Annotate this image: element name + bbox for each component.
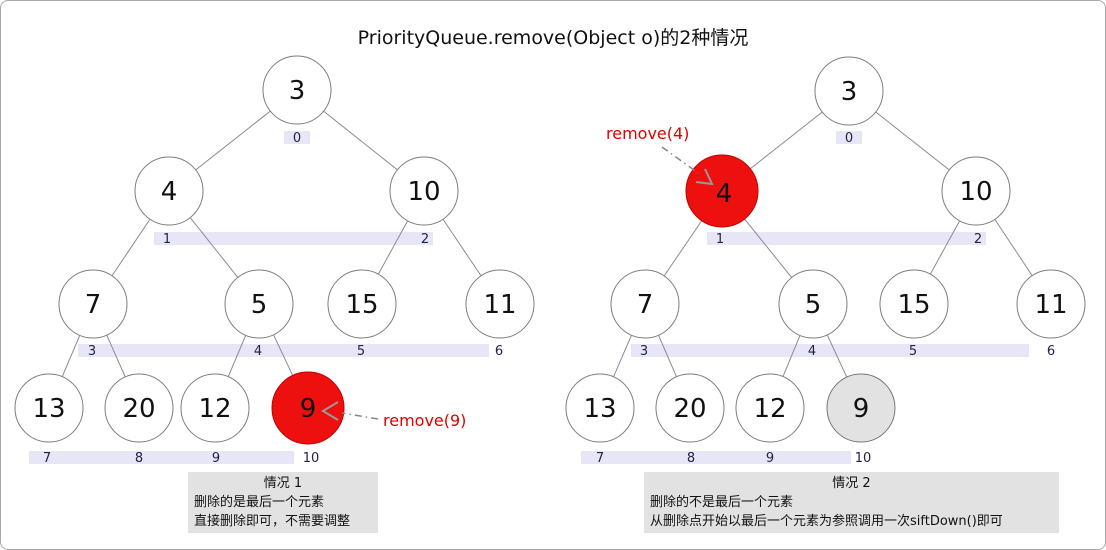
remove-arrow-line — [661, 146, 699, 174]
index-label: 1 — [163, 232, 171, 247]
node-value: 10 — [407, 177, 440, 207]
node-value: 15 — [897, 290, 930, 320]
heap-node-circle-removed — [826, 373, 896, 443]
heap-node-circle — [262, 55, 332, 125]
heap-node-circle — [814, 56, 884, 126]
node-value: 11 — [1034, 290, 1067, 320]
node-value: 9 — [300, 394, 317, 424]
node-value: 13 — [32, 394, 65, 424]
node-value: 7 — [637, 290, 654, 320]
heap-node-circle — [104, 373, 174, 443]
heap-node-circle — [180, 373, 250, 443]
case1-heading: 情况 1 — [263, 476, 303, 491]
arrowhead-icon — [695, 168, 714, 186]
heap-node-circle — [389, 156, 459, 226]
index-label: 3 — [88, 344, 96, 359]
index-band — [78, 344, 489, 357]
node-value: 7 — [85, 290, 102, 320]
heap-node-circle — [778, 269, 848, 339]
heap-node-circle — [327, 269, 397, 339]
index-label: 5 — [357, 344, 365, 359]
node-value: 12 — [198, 394, 231, 424]
index-label: 0 — [845, 131, 853, 146]
heap-node-circle — [735, 373, 805, 443]
index-band — [836, 131, 862, 144]
case2-line2: 从删除点开始以最后一个元素为参照调用一次siftDown()即可 — [650, 514, 1003, 529]
remove-arrow-line — [341, 412, 379, 420]
heap-node-circle — [565, 373, 635, 443]
index-label: 2 — [421, 232, 429, 247]
index-label: 6 — [1047, 344, 1055, 359]
node-value: 10 — [959, 177, 992, 207]
left-heap-tree: 0 1 2 3 4 5 6 7 8 9 10 3 4 10 — [14, 55, 535, 466]
index-label: 7 — [596, 451, 604, 466]
heap-node-circle — [655, 373, 725, 443]
index-band — [581, 451, 851, 464]
index-label: 1 — [716, 232, 724, 247]
index-label: 8 — [135, 451, 143, 466]
index-label: 7 — [43, 451, 51, 466]
index-band — [284, 131, 310, 144]
index-band — [631, 344, 1029, 357]
node-value: 3 — [841, 77, 858, 107]
index-label: 4 — [808, 344, 816, 359]
arrowhead-icon — [321, 401, 339, 421]
node-value: 3 — [289, 76, 306, 106]
case2-caption: 情况 2 删除的不是最后一个元素 从删除点开始以最后一个元素为参照调用一次sif… — [644, 472, 1059, 533]
index-label: 8 — [687, 451, 695, 466]
case1-line1: 删除的是最后一个元素 — [194, 495, 325, 510]
case1-line2: 直接删除即可，不需要调整 — [194, 514, 351, 529]
index-band — [707, 232, 986, 245]
index-label: 0 — [293, 131, 301, 146]
heap-node-circle — [224, 269, 294, 339]
index-label: 10 — [855, 451, 872, 466]
heap-node-circle-highlighted — [271, 371, 345, 445]
index-label: 5 — [909, 344, 917, 359]
heap-node-circle-highlighted — [685, 154, 759, 228]
page-title: PriorityQueue.remove(Object o)的2种情况 — [357, 27, 749, 49]
remove-call-label: remove(9) — [383, 411, 466, 430]
node-value: 11 — [483, 290, 516, 320]
index-label: 6 — [495, 344, 503, 359]
index-label: 10 — [303, 451, 320, 466]
heap-node-circle — [610, 269, 680, 339]
node-value: 5 — [251, 290, 268, 320]
node-value: 4 — [716, 179, 733, 209]
heap-node-circle — [14, 373, 84, 443]
index-label: 9 — [766, 451, 774, 466]
heap-node-circle — [58, 269, 128, 339]
node-value: 15 — [345, 290, 378, 320]
right-heap-tree: 0 1 2 3 4 5 6 7 8 9 10 3 4 10 — [565, 56, 1086, 466]
index-label: 4 — [254, 344, 262, 359]
heap-node-circle — [879, 269, 949, 339]
remove-call-label: remove(4) — [606, 124, 689, 143]
case2-heading: 情况 2 — [832, 476, 871, 491]
index-band — [154, 232, 433, 245]
index-label: 2 — [974, 232, 982, 247]
heap-node-circle — [1016, 269, 1086, 339]
index-label: 3 — [640, 344, 648, 359]
node-value: 20 — [673, 394, 706, 424]
node-value: 20 — [122, 394, 155, 424]
node-value: 5 — [805, 290, 822, 320]
heap-node-circle — [134, 156, 204, 226]
index-band — [29, 451, 294, 464]
node-value: 12 — [753, 394, 786, 424]
node-value: 13 — [583, 394, 616, 424]
case1-caption: 情况 1 删除的是最后一个元素 直接删除即可，不需要调整 — [188, 472, 378, 533]
node-value: 4 — [161, 177, 178, 207]
node-value: 9 — [853, 394, 870, 424]
index-label: 9 — [212, 451, 220, 466]
case2-line1: 删除的不是最后一个元素 — [650, 495, 794, 510]
heap-node-circle — [465, 269, 535, 339]
heap-node-circle — [941, 156, 1011, 226]
